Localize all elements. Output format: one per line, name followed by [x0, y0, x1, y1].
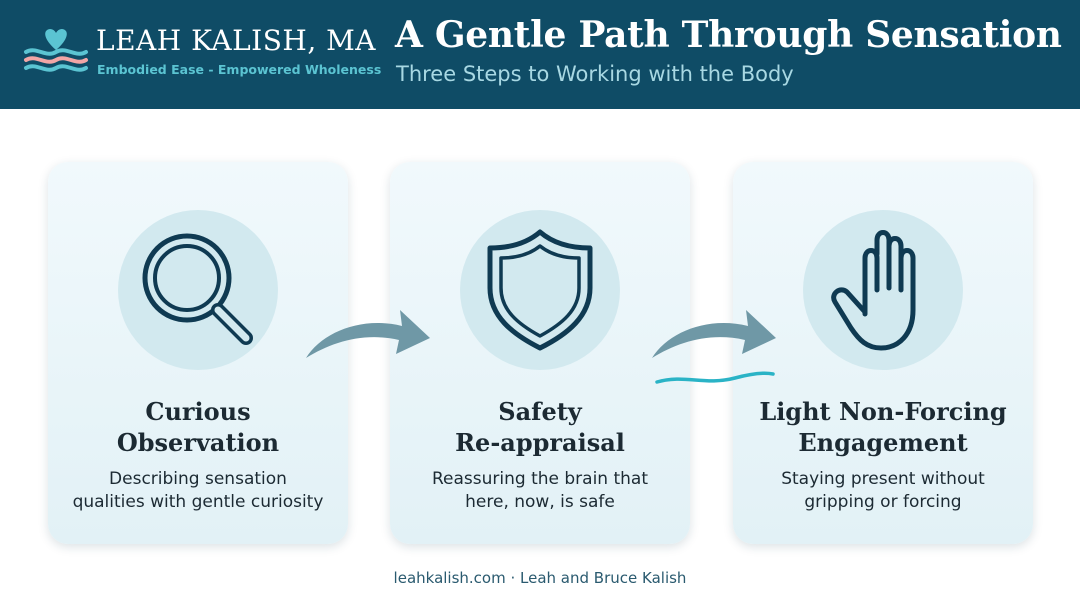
arrow-right-icon [652, 310, 776, 358]
footer-credit: leahkalish.com · Leah and Bruce Kalish [393, 569, 687, 587]
step-description: Staying present without gripping or forc… [781, 469, 985, 512]
shield-icon [487, 229, 593, 351]
page-title: A Gentle Path Through Sensation [395, 14, 1062, 56]
step-description: Reassuring the brain that here, now, is … [431, 469, 649, 512]
step-card-safety-reappraisal: Safety Re-appraisal Reassuring the brain… [390, 162, 690, 544]
step-card-light-engagement: Light Non-Forcing Engagement Staying pre… [733, 162, 1033, 544]
magnifying-glass-icon [142, 233, 253, 345]
page-subtitle: Three Steps to Working with the Body [396, 62, 794, 86]
brand-name: LEAH KALISH, MA [96, 24, 377, 57]
step-title: Curious Observation [116, 397, 280, 457]
step-card-curious-observation: Curious Observation Describing sensation… [48, 162, 348, 544]
arrow-right-icon [306, 310, 430, 358]
step-description: Describing sensation qualities with gent… [72, 469, 324, 512]
brand-tagline: Embodied Ease - Empowered Wholeness [97, 62, 382, 77]
icon-circle [803, 210, 963, 370]
heart-waves-logo-icon [24, 29, 88, 72]
icon-circle [460, 210, 620, 370]
wave-accent-icon [655, 371, 775, 384]
icon-circle [118, 210, 278, 370]
header-banner: LEAH KALISH, MA Embodied Ease - Empowere… [0, 0, 1080, 109]
step-title: Light Non-Forcing Engagement [759, 397, 1007, 457]
step-title: Safety Re-appraisal [455, 397, 625, 457]
open-hand-icon [831, 230, 916, 351]
